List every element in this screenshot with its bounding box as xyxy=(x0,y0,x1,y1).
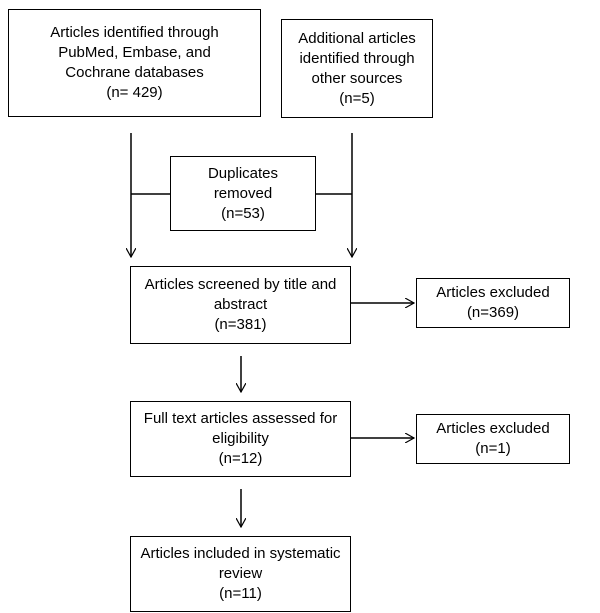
identified-other-line-2: identified through xyxy=(299,49,415,67)
excluded-screening-count: (n=369) xyxy=(466,304,520,321)
duplicates-removed-box: Duplicates removed (n=53) xyxy=(170,156,316,231)
identified-other-sources-box: Additional articles identified through o… xyxy=(281,19,433,118)
screened-line-1: Articles screened by title and xyxy=(144,276,337,293)
excluded-screening-label: Articles excluded xyxy=(436,284,550,301)
included-review-box: Articles included in systematic review (… xyxy=(130,536,351,612)
duplicates-line-1: Duplicates xyxy=(207,164,279,182)
included-line-1: Articles included in systematic xyxy=(140,545,341,562)
excluded-screening-box: Articles excluded (n=369) xyxy=(416,278,570,328)
screened-box: Articles screened by title and abstract … xyxy=(130,266,351,344)
included-line-2: review xyxy=(218,565,263,582)
identified-other-line-3: other sources xyxy=(311,69,403,87)
excluded-fulltext-count: (n=1) xyxy=(475,440,511,457)
excluded-fulltext-label: Articles excluded xyxy=(436,420,550,437)
screened-count: (n=381) xyxy=(214,316,267,333)
fulltext-count: (n=12) xyxy=(218,450,263,467)
fulltext-assessed-box: Full text articles assessed for eligibil… xyxy=(130,401,351,477)
included-count: (n=11) xyxy=(219,585,262,602)
identified-databases-line-1: Articles identified through xyxy=(50,24,219,41)
identified-other-line-1: Additional articles xyxy=(298,29,416,47)
fulltext-line-2: eligibility xyxy=(212,430,269,447)
identified-databases-count: (n= 429) xyxy=(106,84,163,101)
duplicates-count: (n=53) xyxy=(221,204,265,222)
identified-other-count: (n=5) xyxy=(339,89,375,107)
screened-line-2: abstract xyxy=(213,296,268,313)
identified-databases-line-2: PubMed, Embase, and xyxy=(58,44,211,61)
identified-databases-line-3: Cochrane databases xyxy=(65,64,204,81)
excluded-fulltext-box: Articles excluded (n=1) xyxy=(416,414,570,464)
identified-databases-box: Articles identified through PubMed, Emba… xyxy=(8,9,261,117)
duplicates-line-2: removed xyxy=(213,184,273,202)
fulltext-line-1: Full text articles assessed for xyxy=(143,410,338,427)
